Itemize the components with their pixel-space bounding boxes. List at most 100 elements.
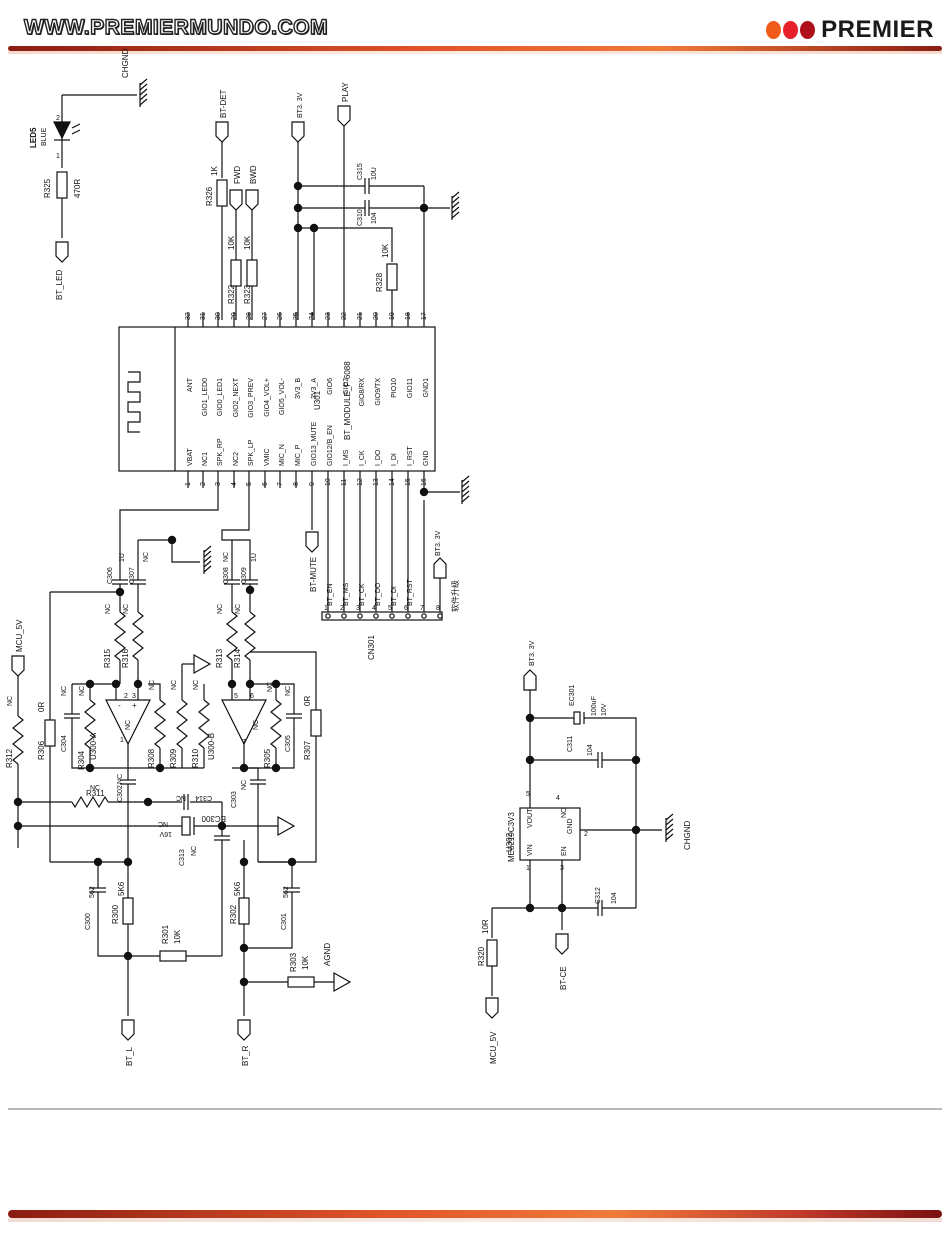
ground-icon — [451, 191, 460, 199]
label-r301: R301 — [161, 924, 170, 944]
label-r315: R315 — [103, 648, 112, 668]
label-bt-ce: BT-CE — [559, 966, 568, 990]
junction-dot — [245, 585, 255, 595]
label-c305: C305 — [285, 735, 292, 752]
port-bt33-right — [523, 669, 537, 691]
pin-name: GIO12/B_EN — [327, 425, 334, 466]
connector-pin-name: BT_EN — [327, 583, 334, 606]
ground-icon — [665, 813, 674, 821]
ground-triangle-icon — [193, 653, 212, 675]
label-u300a: U300-A — [89, 732, 98, 760]
connector-pin-number: 1 — [324, 605, 328, 612]
label-bt-det: BT-DET — [219, 89, 228, 118]
pin-number: 2 — [200, 482, 207, 486]
label-r304: R304 — [77, 750, 86, 770]
footer-accent-shadow — [8, 1218, 942, 1222]
junction-dot — [293, 223, 303, 233]
wire — [71, 718, 90, 769]
ground-triangle-icon — [277, 815, 296, 837]
pin-number: 22 — [341, 312, 348, 320]
label-r322: R322 — [227, 284, 236, 304]
ground-icon — [203, 565, 212, 573]
site-title[interactable]: WWW.PREMIERMUNDO.COM — [23, 15, 328, 39]
port-bt-mute — [305, 531, 319, 553]
label-c315-val: 10U — [371, 167, 378, 180]
pin-number: 5 — [246, 482, 253, 486]
label-agnd: AGND — [323, 943, 332, 966]
port-bt-ce — [555, 933, 569, 955]
label-r302: R302 — [229, 904, 238, 924]
label-nc: NC — [267, 682, 274, 692]
wire — [584, 717, 637, 760]
resistor-r300 — [122, 897, 134, 925]
pin-number: 31 — [200, 312, 207, 320]
opamp-pin: + — [132, 701, 137, 710]
label-nc: NC — [158, 820, 168, 827]
junction-dot — [293, 203, 303, 213]
connector-pin-number: 2 — [340, 605, 344, 612]
label-c310: C310 — [357, 209, 364, 226]
module-u301-body — [118, 326, 436, 472]
pin-number: 30 — [215, 312, 222, 320]
junction-dot — [85, 763, 95, 773]
label-r313: R313 — [215, 648, 224, 668]
pin-name: I_MS — [343, 449, 350, 466]
resistor-r312 — [12, 715, 24, 765]
pin-number: 28 — [246, 312, 253, 320]
pin-number: 3 — [560, 865, 564, 872]
schematic-wires — [17, 94, 662, 1016]
junction-dot — [525, 755, 535, 765]
label-r328-val: 10K — [381, 243, 390, 258]
pin-name: 3V3_A — [311, 378, 318, 399]
ground-icon — [461, 485, 470, 493]
label-led5-pin2: 2 — [56, 115, 60, 122]
pin-name: PIO10 — [391, 378, 398, 398]
pin-number: 15 — [405, 478, 412, 486]
junction-dot — [123, 857, 133, 867]
port-mcu5v-bottom — [485, 997, 499, 1019]
pin-name: I_DI — [391, 453, 398, 466]
label-chgnd-top: CHGND — [121, 48, 130, 78]
resistor-r313 — [226, 611, 238, 661]
label-mcu5v-left: MCU_5V — [15, 619, 24, 652]
opamp-pin: 6 — [250, 693, 254, 700]
schematic-junctions — [13, 181, 641, 987]
regulator-u302 — [519, 807, 581, 861]
wire — [314, 227, 393, 262]
pin-name: GIO13_MUTE — [311, 421, 318, 466]
pin-number: 10 — [325, 478, 332, 486]
junction-dot — [239, 857, 249, 867]
junction-dot — [293, 181, 303, 191]
pin-number: 23 — [325, 312, 332, 320]
label-nc: NC — [235, 604, 242, 614]
pin-number: 6 — [262, 482, 269, 486]
pin-number: 3 — [215, 482, 222, 486]
junction-dot — [133, 679, 143, 689]
led-icon — [71, 123, 81, 129]
pin-name: GIO11 — [407, 378, 414, 398]
junction-dot — [245, 679, 255, 689]
label-bt-led: BT_LED — [55, 270, 64, 300]
connector-pin-number: 4 — [372, 605, 376, 612]
label-bt-r: BT_R — [241, 1045, 250, 1066]
opamp-u300b — [221, 699, 267, 746]
pin-name: GIO1_LED0 — [202, 378, 209, 416]
label-led5-blue: BLUE — [41, 127, 48, 146]
ground-icon — [203, 545, 212, 553]
wire — [276, 683, 295, 714]
port-mcu5v — [11, 655, 25, 677]
junction-dot — [13, 821, 23, 831]
label-bwd: BWD — [249, 165, 258, 184]
brand-dot — [783, 21, 799, 39]
label-nc: NC — [123, 604, 130, 614]
label-fwd: FWD — [233, 166, 242, 184]
label-nc: NC — [241, 780, 248, 790]
label-c306: C306 — [107, 567, 114, 584]
label-nc: NC — [117, 774, 124, 784]
label-cn301: CN301 — [367, 635, 376, 660]
pin-number: 9 — [309, 482, 316, 486]
junction-dot — [85, 679, 95, 689]
label-ec300: EC300 — [201, 814, 226, 823]
label-r303: R303 — [289, 952, 298, 972]
